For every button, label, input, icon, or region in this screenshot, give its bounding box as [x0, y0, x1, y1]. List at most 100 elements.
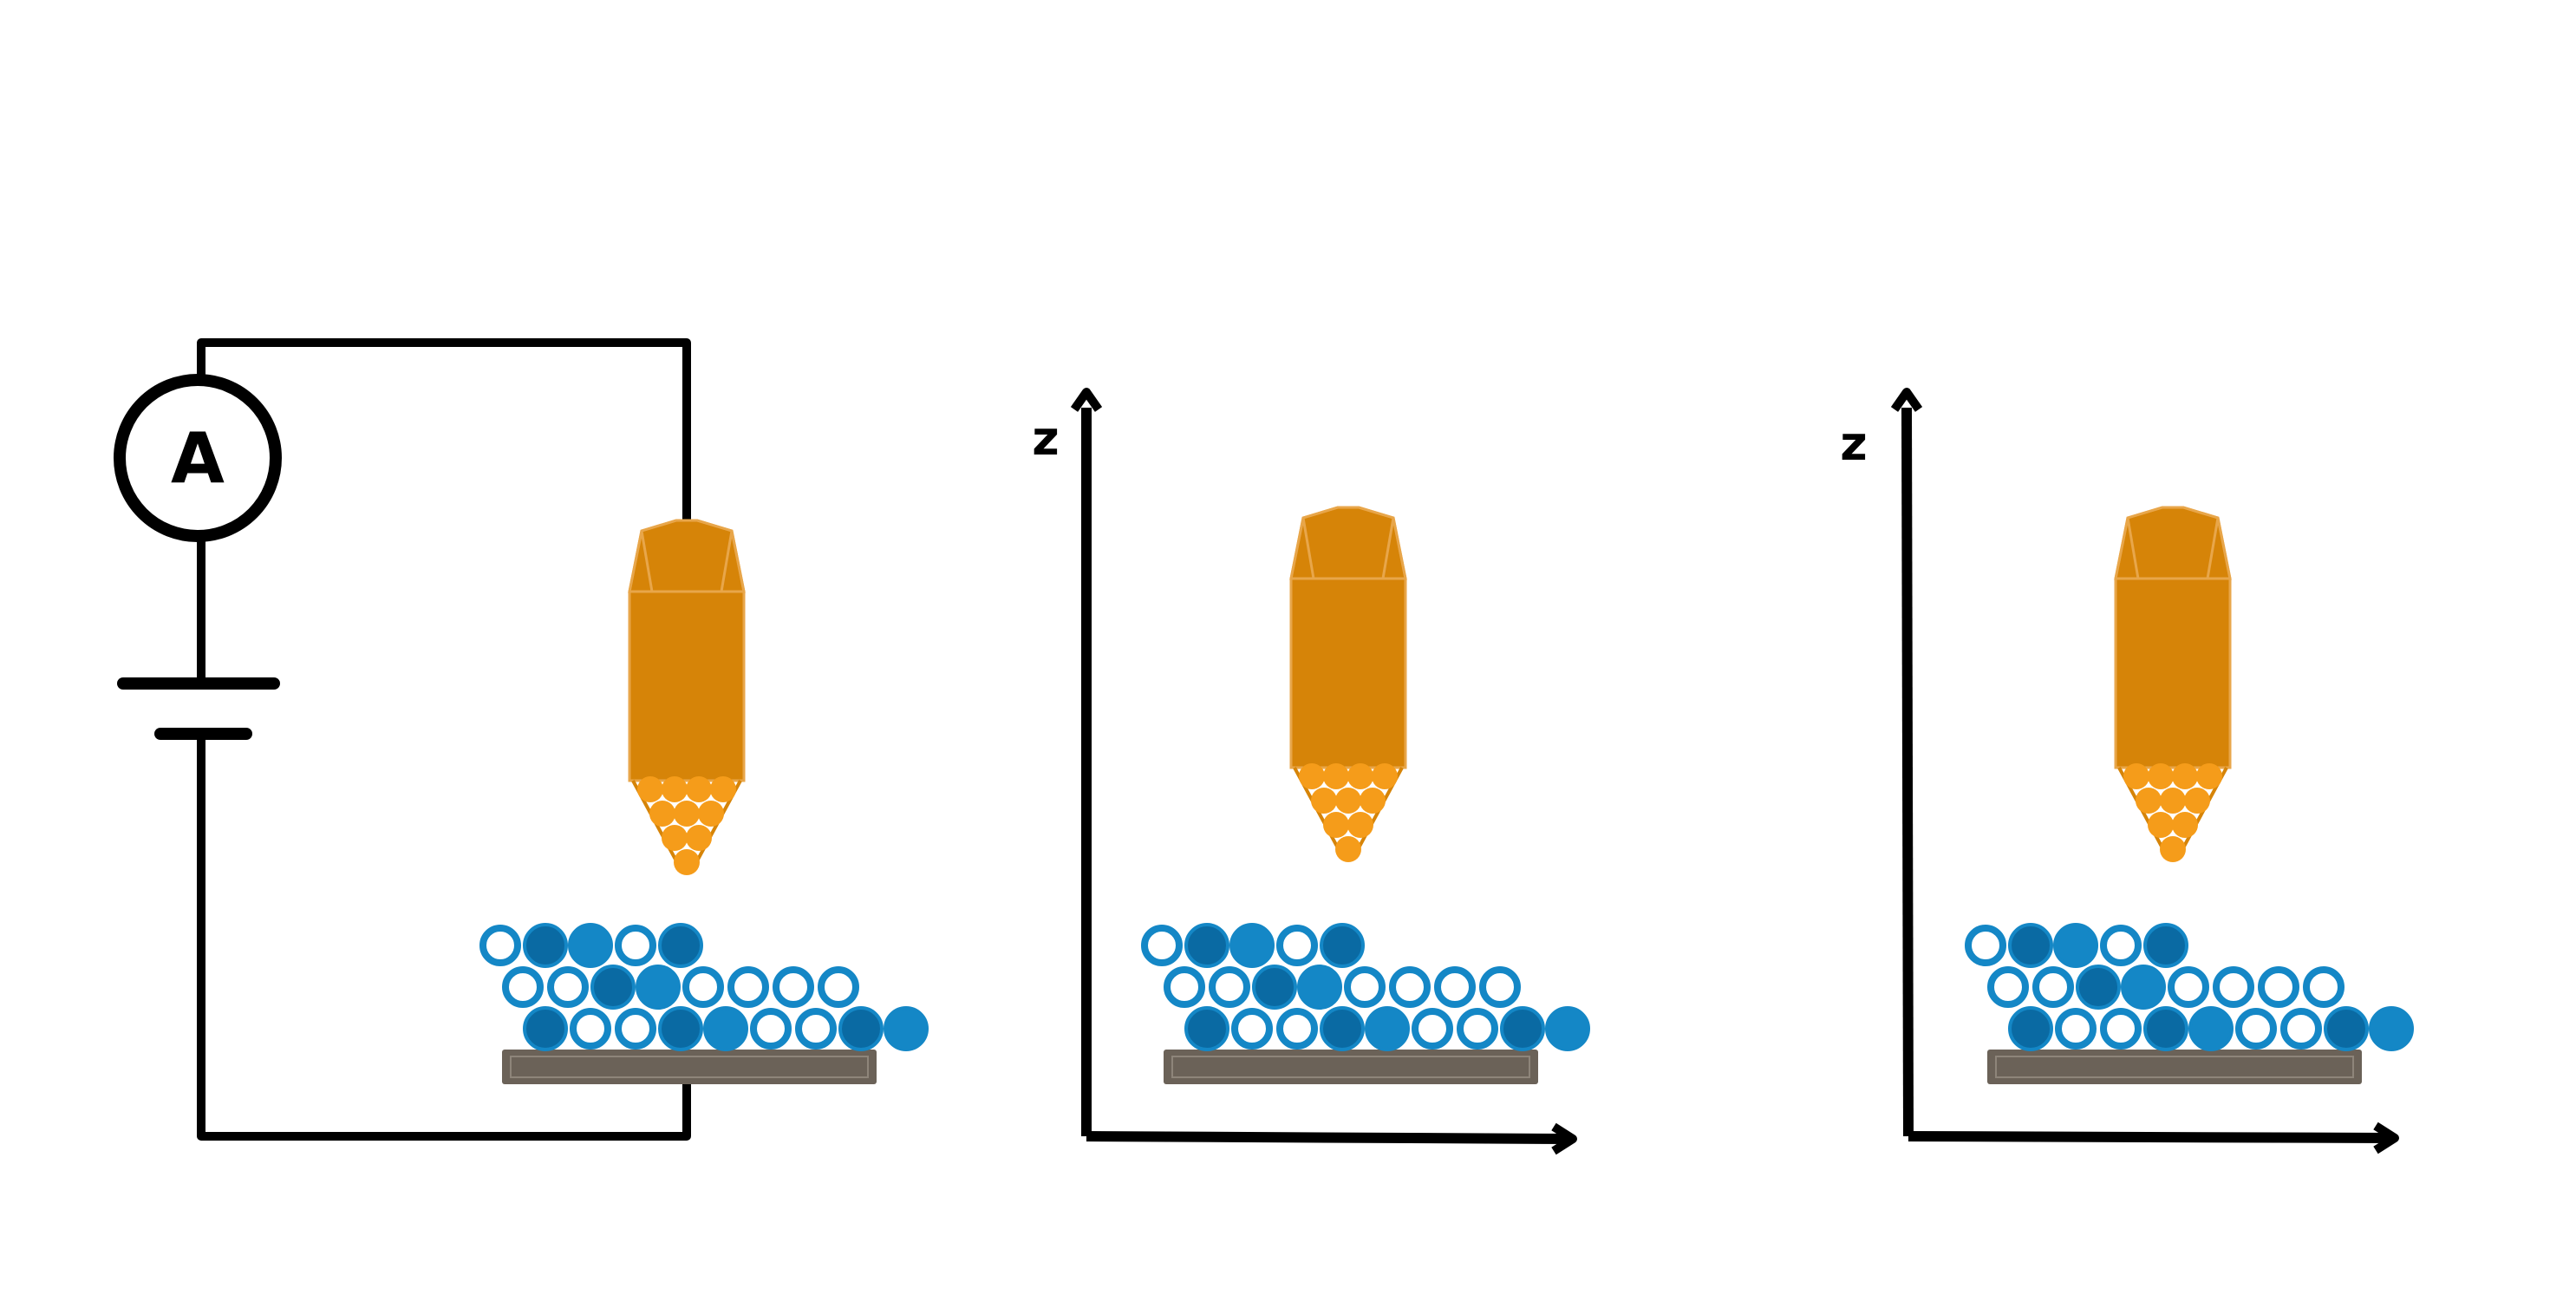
- sample-atom-empty: [615, 1008, 656, 1050]
- sample: [1965, 923, 2414, 1084]
- sample-atom: [2053, 923, 2098, 968]
- sample-atom: [1320, 1006, 1365, 1051]
- sample-atom-empty: [818, 966, 859, 1008]
- substrate-inner: [510, 1056, 869, 1078]
- tip-head-outline: [2114, 506, 2232, 580]
- sample-atom-empty: [2055, 1008, 2097, 1050]
- sample-atom-empty: [2168, 966, 2209, 1008]
- sample-atom: [1297, 965, 1342, 1010]
- tip-atom: [674, 801, 700, 827]
- tip-atom: [686, 825, 712, 851]
- sample-atom: [658, 923, 703, 968]
- tip-atom: [2148, 812, 2174, 838]
- tip-atom: [662, 825, 688, 851]
- circuit-panel: A: [114, 338, 929, 1141]
- sample-atom-empty: [1164, 966, 1205, 1008]
- stm-tip: [628, 519, 746, 875]
- sample-atom-empty: [615, 925, 656, 966]
- sample-atom-empty: [2100, 925, 2142, 966]
- sample-atom-empty: [2303, 966, 2344, 1008]
- tip-atom: [2172, 763, 2198, 789]
- tip-atom: [2136, 788, 2162, 814]
- sample-atom: [2121, 965, 2166, 1010]
- tip-atom: [1347, 812, 1373, 838]
- tip-atom: [1335, 836, 1361, 862]
- sample-atom: [1320, 923, 1365, 968]
- tip-head-outline: [628, 519, 746, 593]
- sample-atom-empty: [502, 966, 544, 1008]
- sample-atom-empty: [773, 966, 814, 1008]
- sample-atom-empty: [1141, 925, 1183, 966]
- substrate: [1987, 1050, 2362, 1084]
- sample-atom-empty: [1434, 966, 1476, 1008]
- sample-atom: [1229, 923, 1275, 968]
- tip-atom: [1347, 763, 1373, 789]
- tip-atom: [2123, 763, 2149, 789]
- substrate-inner: [1171, 1056, 1530, 1078]
- sample-atom-empty: [750, 1008, 792, 1050]
- sample-atom-empty: [2032, 966, 2074, 1008]
- sample-atom: [1252, 965, 1297, 1010]
- sample-atom: [2143, 923, 2188, 968]
- sample-atom: [703, 1006, 748, 1051]
- tip-atom: [2160, 788, 2186, 814]
- tip-atom: [1372, 763, 1398, 789]
- substrate-inner: [1995, 1056, 2354, 1078]
- tip-atom: [698, 801, 724, 827]
- sample-atom-empty: [1479, 966, 1521, 1008]
- sample-atom-empty: [1276, 925, 1318, 966]
- sample-atom: [590, 965, 636, 1010]
- tip-atom: [2160, 836, 2186, 862]
- tip-atom: [1299, 763, 1325, 789]
- sample-atom: [2369, 1006, 2414, 1051]
- sample-atom-empty: [727, 966, 769, 1008]
- sample-atom-empty: [1209, 966, 1250, 1008]
- circuit-wire: [197, 338, 691, 1141]
- z-arrowhead: [1070, 388, 1103, 412]
- sample-atom: [2076, 965, 2121, 1010]
- tip-atom: [649, 801, 675, 827]
- sample-atom: [2008, 923, 2053, 968]
- sample-atom-empty: [1965, 925, 2006, 966]
- sample-atom-empty: [1276, 1008, 1318, 1050]
- tip-atom: [1335, 788, 1361, 814]
- axes: [1890, 388, 2399, 1154]
- axes-panel-2: z: [1840, 388, 2414, 1154]
- sample-atom-empty: [570, 1008, 611, 1050]
- tip-atom: [1323, 812, 1349, 838]
- sample-atom: [2143, 1006, 2188, 1051]
- sample-atom: [1500, 1006, 1545, 1051]
- tip-atom: [2148, 763, 2174, 789]
- z-axis-label: z: [1840, 416, 1867, 471]
- tip-atom: [674, 849, 700, 875]
- sample-atom: [2188, 1006, 2234, 1051]
- sample-atom-empty: [547, 966, 589, 1008]
- sample-atom-empty: [1987, 966, 2029, 1008]
- sample-atom-empty: [1231, 1008, 1273, 1050]
- sample-atom-empty: [2258, 966, 2299, 1008]
- sample-atom: [2324, 1006, 2369, 1051]
- sample-atom-empty: [1457, 1008, 1498, 1050]
- sample-atom: [1365, 1006, 1410, 1051]
- sample-atom-empty: [1389, 966, 1431, 1008]
- z-axis-label: z: [1032, 411, 1059, 466]
- sample-atom: [1184, 1006, 1229, 1051]
- sample-atom-empty: [682, 966, 724, 1008]
- sample: [1141, 923, 1590, 1084]
- tip-atom: [686, 776, 712, 802]
- tip-atom: [2184, 788, 2210, 814]
- sample-atom: [2008, 1006, 2053, 1051]
- sample-atom-empty: [1412, 1008, 1453, 1050]
- sample-atom-empty: [479, 925, 521, 966]
- sample-atom-empty: [2280, 1008, 2322, 1050]
- sample-atom: [1545, 1006, 1590, 1051]
- sample-atom: [636, 965, 681, 1010]
- sample-atom: [523, 1006, 568, 1051]
- stm-tip: [2114, 506, 2232, 862]
- sample-atom: [1184, 923, 1229, 968]
- tip-atom: [1360, 788, 1386, 814]
- sample-atom: [884, 1006, 929, 1051]
- tip-atom: [637, 776, 663, 802]
- axes: [1070, 388, 1577, 1155]
- sample: [479, 923, 929, 1084]
